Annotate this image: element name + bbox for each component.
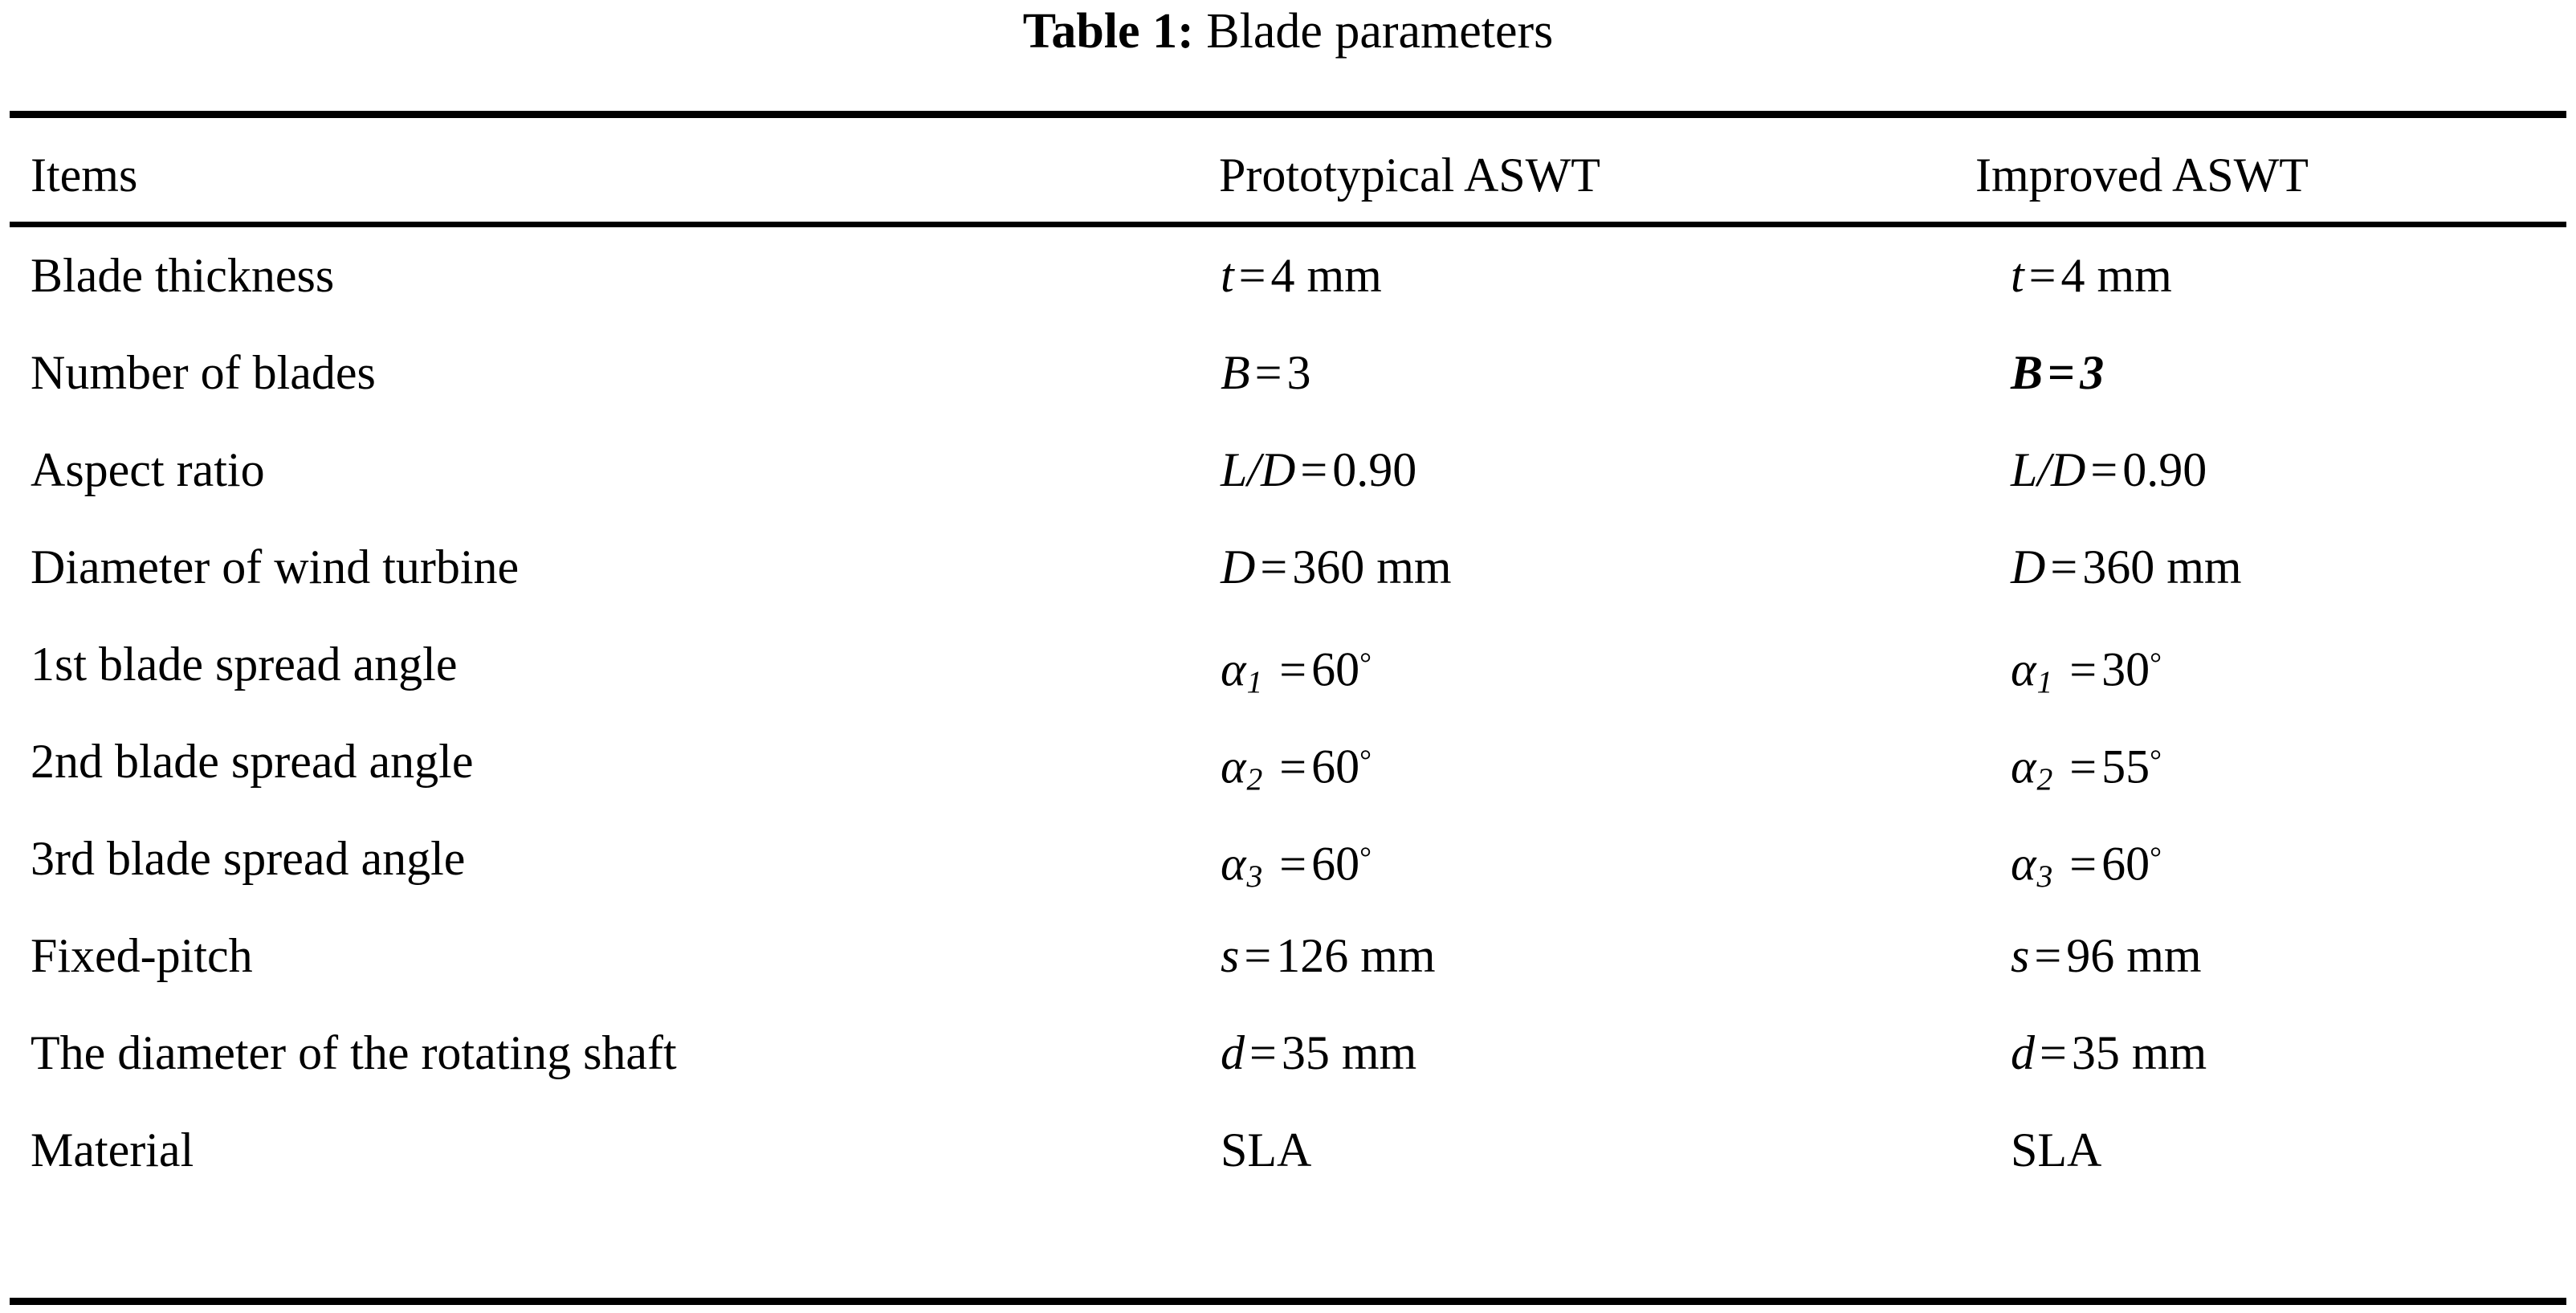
table-row: Blade thickness t=4 mm t=4 mm xyxy=(0,229,2576,326)
table-row: Diameter of wind turbine D=360 mm D=360 … xyxy=(0,520,2576,618)
table-body: Blade thickness t=4 mm t=4 mm Number of … xyxy=(0,229,2576,1201)
cell-prototypical: s=126 mm xyxy=(1221,929,1436,982)
cell-prototypical: D=360 mm xyxy=(1221,540,1452,593)
column-header-prototypical-aswt: Prototypical ASWT xyxy=(1219,149,1600,202)
column-header-items: Items xyxy=(31,149,138,202)
table-row: Fixed-pitch s=126 mm s=96 mm xyxy=(0,909,2576,1006)
row-label: Number of blades xyxy=(31,346,376,399)
table-row: 2nd blade spread angle α2 =60° α2 =55° xyxy=(0,715,2576,812)
column-header-improved-aswt: Improved ASWT xyxy=(1975,149,2309,202)
table-row: Material SLA SLA xyxy=(0,1103,2576,1201)
table-row: Aspect ratio L/D=0.90 L/D=0.90 xyxy=(0,423,2576,520)
cell-prototypical: B=3 xyxy=(1221,346,1311,399)
cell-prototypical: SLA xyxy=(1221,1123,1312,1176)
row-label: 3rd blade spread angle xyxy=(31,832,466,885)
row-label: The diameter of the rotating shaft xyxy=(31,1026,677,1079)
cell-improved: α2 =55° xyxy=(2011,740,2162,797)
caption-label: Table 1: xyxy=(1022,4,1194,59)
cell-prototypical: d=35 mm xyxy=(1221,1026,1417,1079)
cell-prototypical: t=4 mm xyxy=(1221,249,1382,302)
row-label: Diameter of wind turbine xyxy=(31,540,520,593)
table-row: 1st blade spread angle α1 =60° α1 =30° xyxy=(0,618,2576,715)
cell-prototypical: L/D=0.90 xyxy=(1221,443,1417,496)
table-header-row: Items Prototypical ASWT Improved ASWT xyxy=(0,128,2576,222)
row-label: 1st blade spread angle xyxy=(31,638,458,691)
row-label: Fixed-pitch xyxy=(31,929,253,982)
table-caption: Table 1: Blade parameters xyxy=(0,2,2576,61)
row-label: 2nd blade spread angle xyxy=(31,735,474,788)
cell-improved: d=35 mm xyxy=(2011,1026,2207,1079)
cell-improved: t=4 mm xyxy=(2011,249,2172,302)
cell-improved: D=360 mm xyxy=(2011,540,2242,593)
cell-improved: α1 =30° xyxy=(2011,642,2162,700)
cell-improved: α3 =60° xyxy=(2011,837,2162,895)
row-label: Blade thickness xyxy=(31,249,335,302)
cell-improved: s=96 mm xyxy=(2011,929,2202,982)
cell-improved: L/D=0.90 xyxy=(2011,443,2207,496)
top-rule xyxy=(10,111,2566,118)
header-rule xyxy=(10,222,2566,227)
bottom-rule xyxy=(10,1298,2566,1305)
cell-prototypical: α3 =60° xyxy=(1221,837,1372,895)
table-row: 3rd blade spread angle α3 =60° α3 =60° xyxy=(0,812,2576,909)
table-row: Number of blades B=3 B=3 xyxy=(0,326,2576,423)
cell-prototypical: α2 =60° xyxy=(1221,740,1372,797)
cell-improved: SLA xyxy=(2011,1123,2102,1176)
row-label: Material xyxy=(31,1123,194,1176)
cell-prototypical: α1 =60° xyxy=(1221,642,1372,700)
row-label: Aspect ratio xyxy=(31,443,265,496)
cell-improved: B=3 xyxy=(2011,346,2105,399)
caption-text: Blade parameters xyxy=(1206,4,1554,59)
table-row: The diameter of the rotating shaft d=35 … xyxy=(0,1006,2576,1103)
